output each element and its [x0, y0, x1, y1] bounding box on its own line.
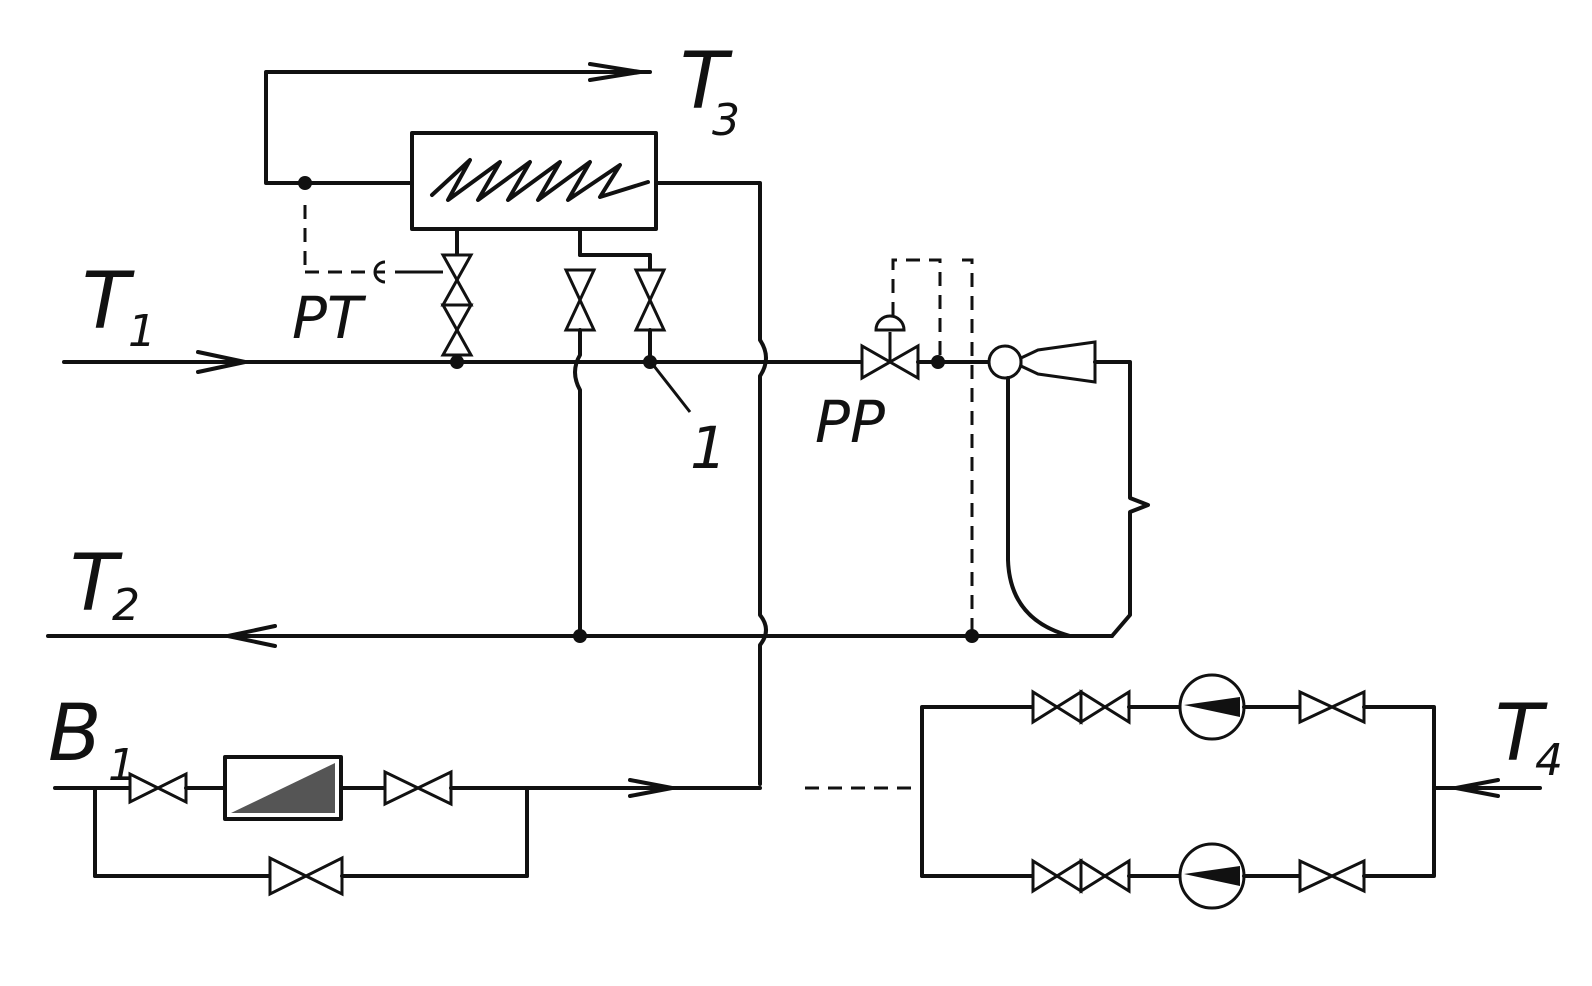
label-t4: T 4 — [1495, 689, 1563, 786]
svg-text:1: 1 — [108, 740, 136, 791]
svg-text:T: T — [680, 37, 733, 127]
svg-text:3: 3 — [712, 95, 740, 146]
cold-water-riser — [654, 181, 768, 786]
water-meter-fill — [231, 763, 335, 813]
label-rr: PP — [815, 388, 885, 456]
t1-arrow-icon — [196, 350, 247, 374]
t4-pump-group — [920, 673, 1542, 910]
b1-supply-line — [53, 755, 762, 897]
t2-return-line — [46, 624, 1114, 648]
svg-text:B: B — [48, 689, 102, 779]
svg-text:2: 2 — [112, 580, 140, 631]
heater-return-valves — [563, 227, 667, 638]
svg-text:4: 4 — [1535, 735, 1563, 786]
svg-text:T: T — [82, 257, 135, 347]
label-t1: T 1 — [82, 257, 156, 357]
upper-pump-branch — [1031, 673, 1426, 741]
b1-arrow-icon — [628, 778, 674, 798]
pp-regulator-valve — [860, 258, 992, 636]
heat-exchanger — [410, 131, 658, 231]
label-callout-1: 1 — [690, 414, 727, 482]
t3-arrow-icon — [588, 62, 642, 82]
label-t2: T 2 — [70, 539, 140, 631]
rt-actuator-icon — [373, 260, 386, 284]
jet-pump-icon — [987, 344, 1023, 380]
label-rt: PT — [292, 284, 367, 352]
t4-arrow-icon — [1454, 778, 1500, 798]
heating-system-loop — [1093, 360, 1150, 638]
t2-arrow-icon — [226, 624, 277, 648]
svg-text:T: T — [1495, 689, 1548, 779]
label-b1: B 1 — [48, 689, 136, 791]
t3-line — [264, 62, 652, 274]
heat-exchanger-coil — [430, 158, 650, 202]
jet-pump — [987, 340, 1150, 638]
svg-text:T: T — [70, 539, 123, 629]
label-t3: T 3 — [680, 37, 740, 146]
svg-text:1: 1 — [128, 306, 156, 357]
mixing-return-line — [1006, 376, 1072, 638]
pp-actuator-icon — [874, 314, 906, 332]
lower-pump-branch — [1031, 842, 1426, 910]
rt-regulator-valve — [373, 227, 474, 357]
callout-1-leader — [652, 365, 692, 413]
